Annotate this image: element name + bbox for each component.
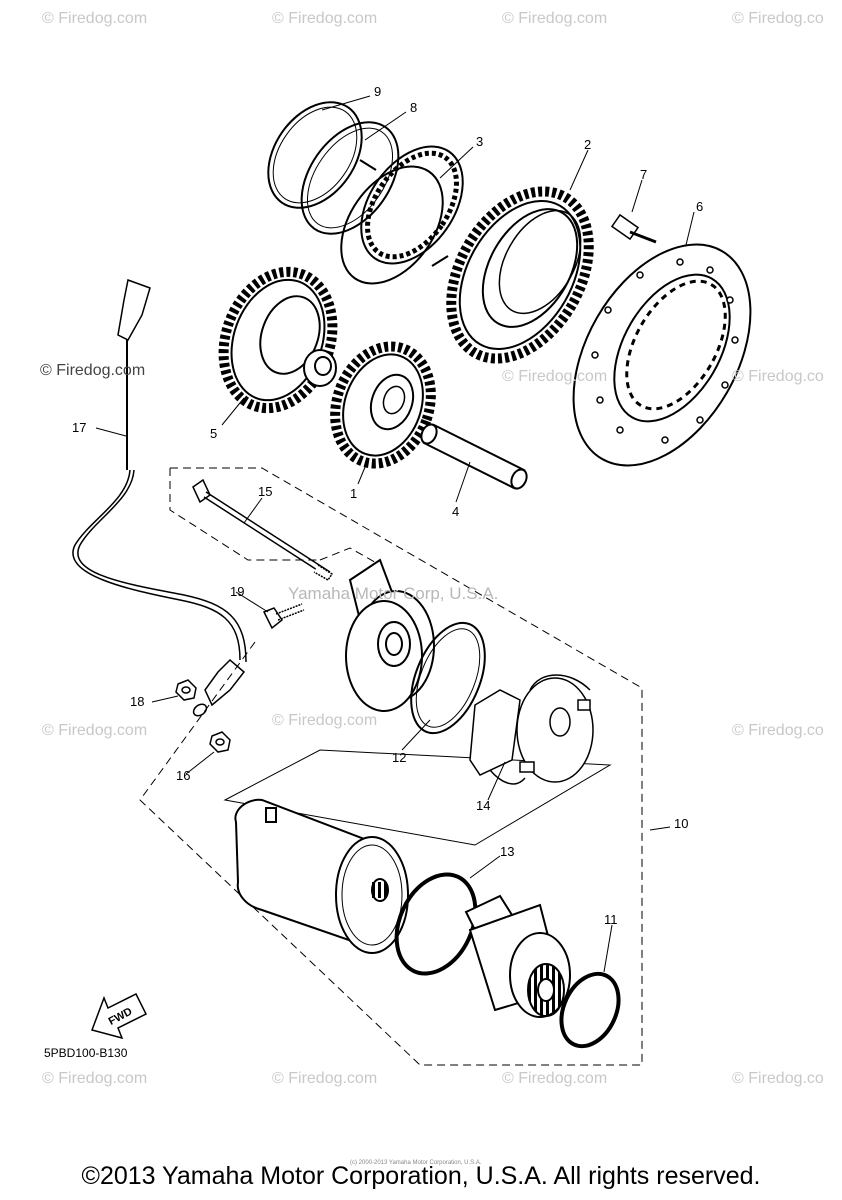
part-16-nut xyxy=(209,731,231,753)
callout-6: 6 xyxy=(696,199,704,214)
part-7-bolt xyxy=(610,213,657,244)
callout-13: 13 xyxy=(500,844,515,859)
part-4-shaft xyxy=(420,423,528,490)
callout-2: 2 xyxy=(584,137,592,152)
watermark: © Firedog.co xyxy=(732,10,824,27)
part-9-circlip xyxy=(267,101,363,209)
callout-3: 3 xyxy=(476,134,484,149)
part-18-nut xyxy=(175,679,197,701)
watermark: © Firedog.com xyxy=(40,362,146,379)
watermark: © Firedog.com xyxy=(42,10,148,27)
part-15-long-bolt xyxy=(192,478,334,581)
watermark: © Firedog.com xyxy=(272,712,378,729)
watermark: © Firedog.co xyxy=(732,722,824,739)
watermark: © Firedog.com xyxy=(42,722,148,739)
watermark: © Firedog.com xyxy=(272,10,378,27)
part-14-brush-holder xyxy=(469,674,594,785)
callout-12: 12 xyxy=(392,750,407,765)
callout-4: 4 xyxy=(452,504,460,519)
part-8-ring xyxy=(300,121,400,235)
callout-16: 16 xyxy=(176,768,191,783)
starter-motor-assembly-outline xyxy=(139,467,643,1066)
callout-14: 14 xyxy=(476,798,491,813)
callout-15: 15 xyxy=(258,484,273,499)
fwd-arrow-icon: FWD xyxy=(91,992,148,1040)
callout-9: 9 xyxy=(374,84,382,99)
callout-7: 7 xyxy=(640,167,648,182)
watermark: © Firedog.com xyxy=(42,1070,148,1087)
part-11-o-ring xyxy=(559,971,621,1049)
armature-shaft-gear xyxy=(371,878,389,902)
callout-1: 1 xyxy=(350,486,358,501)
diagram-code: 5PBD100-B130 xyxy=(44,1046,128,1060)
callout-8: 8 xyxy=(410,100,418,115)
watermark: © Firedog.com xyxy=(502,10,608,27)
callout-10: 10 xyxy=(674,816,689,831)
callout-18: 18 xyxy=(130,694,145,709)
part-2-starter-wheel-gear xyxy=(446,186,594,364)
watermark: © Firedog.com xyxy=(272,1070,378,1087)
rear-cover xyxy=(464,894,571,1018)
callout-17: 17 xyxy=(72,420,87,435)
part-12-o-ring xyxy=(410,621,486,735)
part-3-one-way-clutch xyxy=(340,145,464,285)
center-watermark: Yamaha Motor Corp, U.S.A. xyxy=(288,584,499,603)
part-6-clutch-housing xyxy=(572,243,752,467)
callout-11: 11 xyxy=(604,912,618,927)
part-5-idle-gear xyxy=(218,266,338,414)
watermark: © Firedog.co xyxy=(732,1070,824,1087)
subassembly-outline xyxy=(223,749,612,846)
part-19-bolt xyxy=(262,603,305,630)
watermark: © Firedog.com xyxy=(502,1070,608,1087)
starter-motor-yoke xyxy=(234,798,409,954)
front-cover xyxy=(345,558,435,712)
watermark: © Firedog.co xyxy=(732,368,824,385)
callout-5: 5 xyxy=(210,426,218,441)
watermark: © Firedog.com xyxy=(502,368,608,385)
part-17-lead-wire xyxy=(72,278,247,717)
part-13-o-ring xyxy=(394,872,478,976)
fine-print: (c) 2000-2013 Yamaha Motor Corporation, … xyxy=(350,1160,482,1166)
callout-19: 19 xyxy=(230,584,245,599)
copyright-notice: ©2013 Yamaha Motor Corporation, U.S.A. A… xyxy=(81,1162,761,1190)
part-1-idle-gear xyxy=(330,341,436,469)
leader-lines xyxy=(95,95,695,973)
